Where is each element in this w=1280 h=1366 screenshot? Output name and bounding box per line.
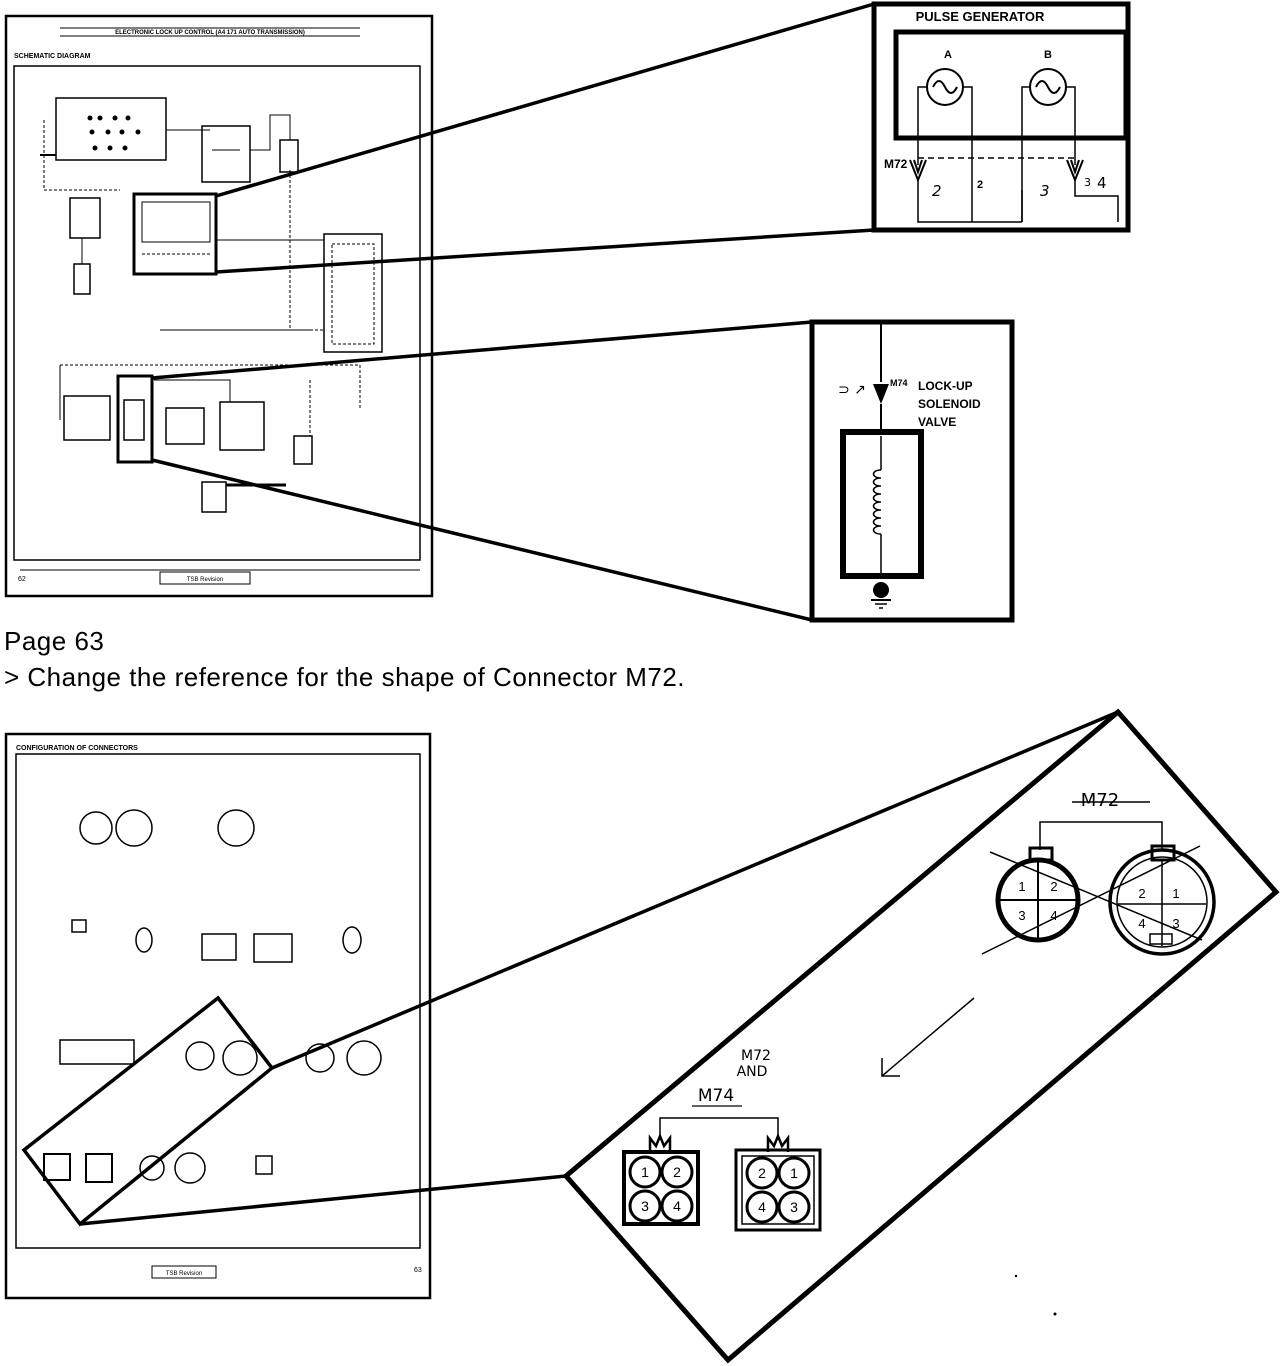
solenoid-label-line3: VALVE	[918, 415, 956, 429]
schematic-section-title: SCHEMATIC DIAGRAM	[14, 53, 91, 60]
old-left-pin-4: 4	[1050, 908, 1057, 923]
connector-latch-icon	[648, 1132, 672, 1152]
handwritten-mark: ⊃ ↗	[838, 382, 866, 398]
new-left-pin-2: 2	[673, 1164, 681, 1180]
pulse-generator-title: PULSE GENERATOR	[916, 9, 1045, 24]
pulse-generator-callout: PULSE GENERATOR A B M72 2 2 3 3 4	[871, 1, 1131, 233]
schematic-page: ELECTRONIC LOCK UP CONTROL (A4 171 AUTO …	[4, 14, 434, 598]
new-right-pin-1: 2	[758, 1165, 766, 1181]
pin-2-label: 2	[977, 179, 983, 191]
old-right-pin-4: 3	[1172, 916, 1179, 931]
schematic-page-footer: TSB Revision	[187, 577, 223, 583]
schematic-page-number: 62	[18, 576, 26, 583]
change-note: > Change the reference for the shape of …	[4, 662, 686, 692]
connector-page-section-title: CONFIGURATION OF CONNECTORS	[16, 745, 138, 752]
sine-wave-icon	[1035, 80, 1061, 94]
coil-b-label: B	[1044, 49, 1052, 61]
new-left-pin-4: 4	[673, 1198, 681, 1214]
old-right-pin-1: 2	[1138, 886, 1145, 901]
new-right-pin-3: 4	[758, 1199, 766, 1215]
cross-out-stroke	[989, 851, 1203, 941]
connector-leader-lines	[79, 710, 1119, 1226]
handwritten-pin-2: 3	[1040, 182, 1050, 200]
old-left-pin-1: 1	[1018, 879, 1025, 894]
new-left-pin-3: 3	[641, 1198, 649, 1214]
old-left-pin-3: 3	[1018, 908, 1025, 923]
handwritten-pin-1: 2	[932, 182, 942, 200]
new-right-pin-4: 3	[790, 1199, 798, 1215]
connector-latch-icon	[766, 1132, 790, 1152]
solenoid-callout: M74 ⊃ ↗ LOCK-UP SOLENOID VALVE	[809, 319, 1015, 623]
new-left-pin-1: 1	[641, 1164, 649, 1180]
old-left-pin-2: 2	[1050, 879, 1057, 894]
page-reference: Page 63	[4, 626, 105, 656]
handwritten-pin-4: 4	[1097, 174, 1107, 192]
new-label-line2: AND	[737, 1064, 768, 1080]
arrow-icon	[881, 997, 975, 1077]
schematic-page-title: ELECTRONIC LOCK UP CONTROL (A4 171 AUTO …	[115, 30, 305, 36]
pulse-generator-leader-lines	[215, 2, 875, 274]
coil-icon	[872, 469, 882, 535]
solenoid-label-line2: SOLENOID	[918, 397, 981, 411]
cross-out-stroke	[981, 845, 1201, 955]
new-label-line1: M72	[741, 1048, 771, 1064]
pulse-connector-label: M72	[884, 157, 908, 171]
new-label-line3: M74	[698, 1086, 734, 1106]
old-right-pin-3: 4	[1138, 916, 1145, 931]
coil-a-label: A	[944, 49, 952, 61]
solenoid-connector-label: M74	[890, 378, 908, 388]
handwritten-pin-3: 3	[1084, 176, 1091, 189]
solenoid-label-line1: LOCK-UP	[918, 379, 973, 393]
old-connector-label: M72	[1081, 790, 1119, 811]
connector-page: CONFIGURATION OF CONNECTORS 63 TSB Revis…	[4, 732, 432, 1300]
connector-callout: M72 1 2 3 4 2 1 4 3 M72 AND M74	[562, 708, 1280, 1364]
new-right-pin-2: 1	[790, 1165, 798, 1181]
connector-page-number: 63	[414, 1267, 422, 1274]
old-right-pin-2: 1	[1172, 886, 1179, 901]
connector-page-footer: TSB Revision	[166, 1271, 202, 1277]
solenoid-leader-lines	[151, 320, 813, 622]
sine-wave-icon	[932, 80, 958, 94]
